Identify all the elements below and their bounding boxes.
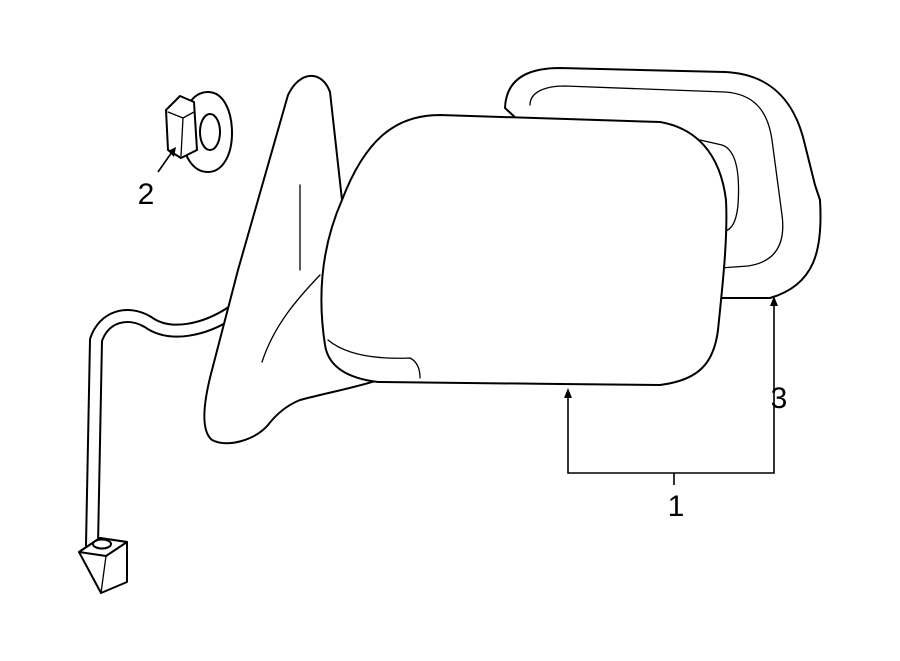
harness-connector [78, 537, 128, 594]
nut-hex [165, 95, 198, 159]
wiring-harness [85, 305, 239, 552]
leader-2 [157, 151, 173, 173]
housing-lip [327, 339, 421, 379]
arrowhead-3 [770, 296, 778, 306]
arrowhead-2 [168, 147, 176, 157]
mounting-bracket [203, 74, 386, 445]
callout-1-label: 1 [668, 490, 685, 523]
nut-hex-edge-2 [180, 117, 184, 157]
nut-bore [199, 113, 221, 151]
housing-outline [320, 114, 728, 386]
connector-collar [92, 538, 112, 550]
bracket-outline [203, 74, 386, 445]
callout-2-label: 2 [138, 178, 155, 211]
bracket-curve [261, 274, 321, 363]
arrowhead-1 [564, 388, 572, 398]
harness-wire-inner [87, 307, 237, 550]
callout-3-label: 3 [771, 382, 788, 415]
glass-recess [699, 139, 740, 233]
frame-inner [529, 85, 784, 269]
nut-part [165, 91, 233, 173]
mirror-housing [320, 114, 728, 386]
leader-1-bracket [567, 303, 775, 474]
connector-edge [100, 555, 107, 594]
callout-leaders [157, 147, 778, 485]
